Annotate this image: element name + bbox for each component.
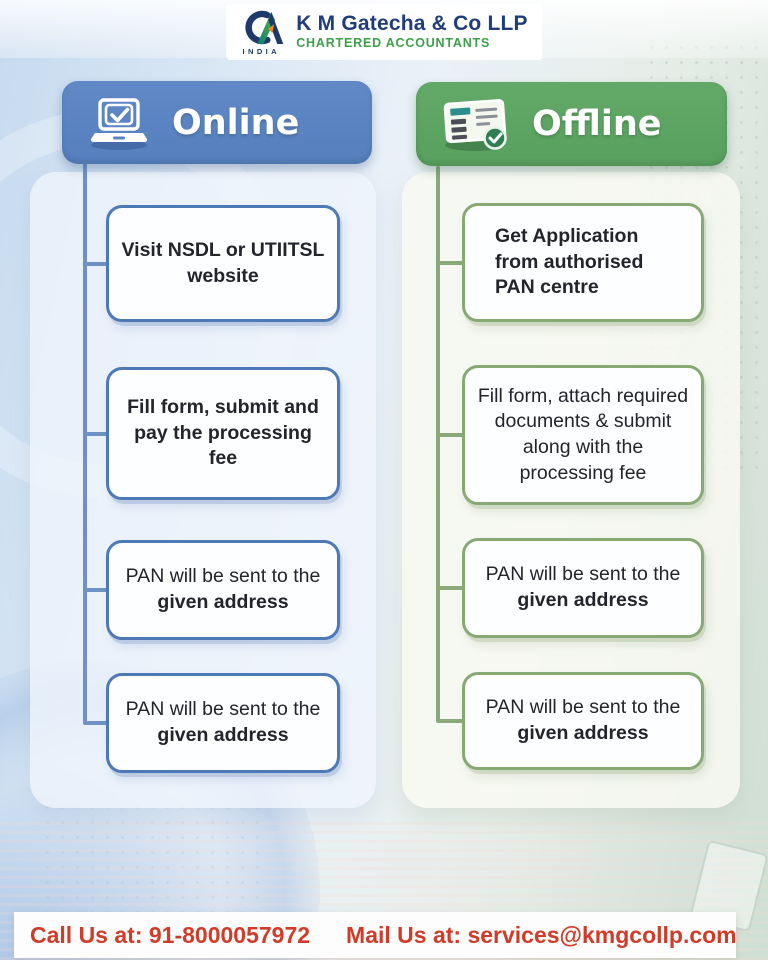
bg-dot-pattern-left	[40, 800, 260, 920]
online-header: Online	[62, 81, 372, 164]
online-connector-line	[83, 163, 87, 725]
company-tagline: CHARTERED ACCOUNTANTS	[296, 36, 491, 51]
offline-title: Offline	[532, 104, 662, 144]
laptop-check-icon	[90, 97, 148, 150]
online-title: Online	[172, 102, 300, 143]
offline-connector-stub	[438, 433, 465, 437]
offline-connector-stub	[438, 260, 465, 265]
company-name: K M Gatecha & Co LLP	[296, 12, 528, 36]
offline-connector-stub	[438, 719, 465, 723]
logo-india-text: INDIA	[243, 47, 280, 56]
offline-step-1: Get Application from authorised PAN cent…	[462, 203, 704, 322]
mail-label: Mail Us at:	[346, 921, 462, 948]
brand-text: K M Gatecha & Co LLP CHARTERED ACCOUNTAN…	[296, 13, 528, 50]
mail-us-text: Mail Us at: services@kmgcollp.com	[346, 922, 737, 949]
online-step-3: PAN will be sent to the given address	[106, 540, 340, 640]
call-us-text: Call Us at: 91-8000057972	[30, 922, 310, 949]
call-label: Call Us at:	[30, 921, 143, 948]
offline-step-4: PAN will be sent to the given address	[462, 672, 704, 770]
offline-connector-line	[436, 166, 440, 723]
online-step-2: Fill form, submit and pay the processing…	[106, 367, 340, 500]
phone-number: 91-8000057972	[148, 921, 311, 948]
ca-india-logo: INDIA	[243, 10, 284, 56]
online-connector-stub	[85, 431, 109, 436]
online-step-4: PAN will be sent to the given address	[106, 673, 340, 773]
online-step-1: Visit NSDL or UTIITSL website	[106, 205, 340, 322]
offline-header: Offline	[416, 82, 727, 166]
id-card-check-icon	[443, 99, 507, 151]
offline-connector-stub	[438, 586, 465, 590]
online-connector-stub	[85, 261, 109, 266]
contact-bar: Call Us at: 91-8000057972 Mail Us at: se…	[14, 912, 737, 958]
email-address: services@kmgcollp.com	[467, 921, 737, 948]
offline-step-3: PAN will be sent to the given address	[462, 538, 704, 638]
online-connector-stub	[85, 721, 109, 725]
offline-step-2: Fill form, attach required documents & s…	[462, 365, 704, 505]
brand-header: CA INDIA K M Gatecha & Co LLP CHARTERED …	[226, 4, 542, 60]
online-connector-stub	[85, 588, 109, 592]
